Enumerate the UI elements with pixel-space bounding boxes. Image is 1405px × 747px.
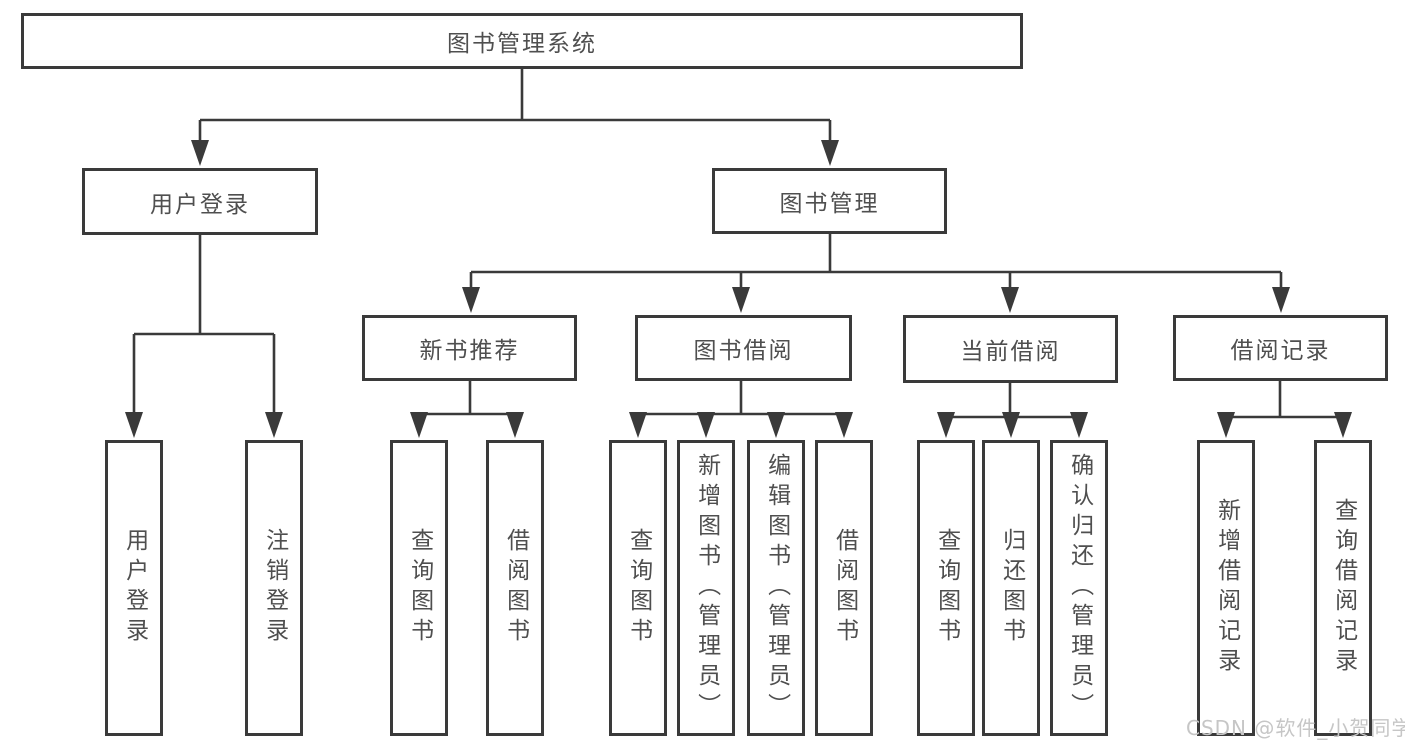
- node-user-login-branch: 用户登录: [82, 168, 318, 235]
- leaf-user-logout-label: 注销登录: [261, 528, 288, 648]
- node-book-management-label: 图书管理: [779, 191, 880, 217]
- node-borrowing-records-label: 借阅记录: [1230, 338, 1331, 364]
- leaf-current-return-books: 归还图书: [982, 440, 1040, 736]
- leaf-recommend-query-books: 查询图书: [390, 440, 448, 736]
- node-root-system-label: 图书管理系统: [447, 31, 597, 57]
- leaf-current-query-books: 查询图书: [917, 440, 975, 736]
- node-borrowing-records: 借阅记录: [1173, 315, 1388, 381]
- node-book-borrowing-label: 图书借阅: [693, 338, 794, 364]
- node-root-system: 图书管理系统: [21, 13, 1023, 69]
- csdn-watermark: CSDN @软件_小贺同学: [1186, 716, 1405, 740]
- leaf-borrow-borrow-books-label: 借阅图书: [831, 528, 858, 648]
- leaf-record-add-borrow-record-label: 新增借阅记录: [1213, 498, 1240, 678]
- leaf-borrow-query-books-label: 查询图书: [625, 528, 652, 648]
- leaf-borrow-edit-books-admin-label: 编辑图书（管理员）: [763, 453, 790, 723]
- node-book-management: 图书管理: [712, 168, 947, 234]
- leaf-borrow-query-books: 查询图书: [609, 440, 667, 736]
- leaf-current-query-books-label: 查询图书: [933, 528, 960, 648]
- leaf-user-login-label: 用户登录: [121, 528, 148, 648]
- leaf-borrow-add-books-admin: 新增图书（管理员）: [677, 440, 735, 736]
- node-book-borrowing: 图书借阅: [635, 315, 852, 381]
- leaf-recommend-borrow-books: 借阅图书: [486, 440, 544, 736]
- leaf-record-query-borrow-record: 查询借阅记录: [1314, 440, 1372, 736]
- leaf-borrow-add-books-admin-label: 新增图书（管理员）: [693, 453, 720, 723]
- leaf-borrow-borrow-books: 借阅图书: [815, 440, 873, 736]
- leaf-recommend-query-books-label: 查询图书: [406, 528, 433, 648]
- leaf-current-confirm-return-admin-label: 确认归还（管理员）: [1066, 453, 1093, 723]
- leaf-borrow-edit-books-admin: 编辑图书（管理员）: [747, 440, 805, 736]
- leaf-current-return-books-label: 归还图书: [998, 528, 1025, 648]
- node-current-borrowing: 当前借阅: [903, 315, 1118, 383]
- leaf-record-query-borrow-record-label: 查询借阅记录: [1330, 498, 1357, 678]
- leaf-record-add-borrow-record: 新增借阅记录: [1197, 440, 1255, 736]
- leaf-recommend-borrow-books-label: 借阅图书: [502, 528, 529, 648]
- leaf-current-confirm-return-admin: 确认归还（管理员）: [1050, 440, 1108, 736]
- leaf-user-logout: 注销登录: [245, 440, 303, 736]
- node-new-book-recommend-label: 新书推荐: [419, 338, 520, 364]
- node-current-borrowing-label: 当前借阅: [960, 339, 1061, 365]
- leaf-user-login: 用户登录: [105, 440, 163, 736]
- node-user-login-branch-label: 用户登录: [150, 191, 250, 218]
- node-new-book-recommend: 新书推荐: [362, 315, 577, 381]
